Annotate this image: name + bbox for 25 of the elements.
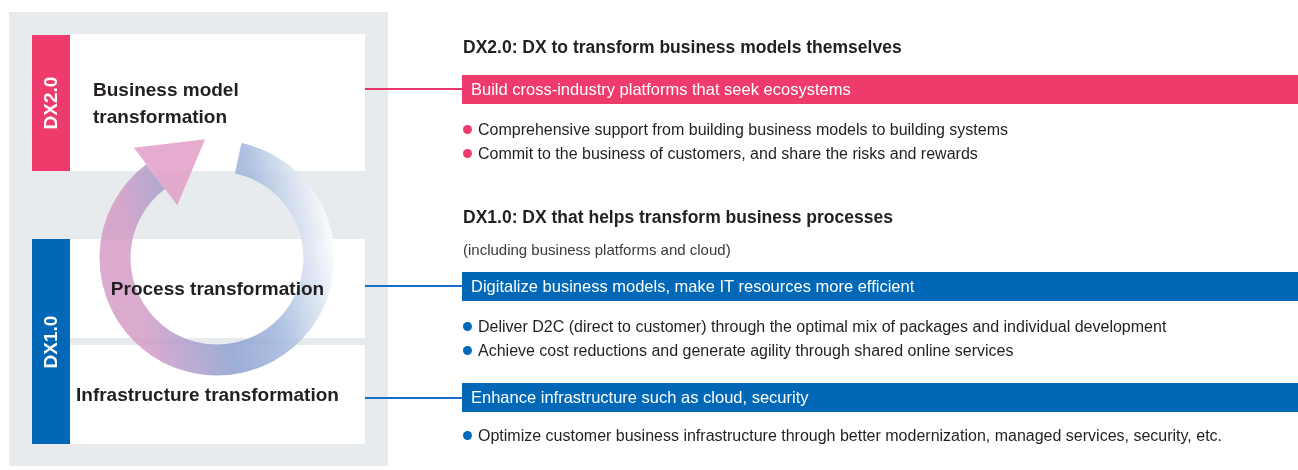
bullet-text: Commit to the business of customers, and share the risks and rewards [478, 144, 978, 164]
banner-text: Build cross-industry platforms that seek ecosystems [471, 80, 851, 99]
policy-banner [462, 272, 1298, 301]
transformation-label: Business model transformation [92, 77, 240, 129]
section-note: (including business platforms and cloud) [463, 241, 731, 258]
connector-line [365, 396, 462, 400]
bullet-text: Deliver D2C (direct to customer) through the optimal mix of packages and individual development [478, 317, 1167, 337]
connector-line [365, 87, 462, 91]
version-label: DX2.0 [40, 76, 62, 130]
banner-text: Digitalize business models, make IT resources more efficient [471, 277, 915, 296]
version-band [32, 35, 70, 171]
section-heading: DX2.0: DX to transform business models themselves [463, 37, 902, 58]
version-band [32, 239, 70, 444]
policy-banner [462, 383, 1298, 412]
bullet-text: Comprehensive support from building business models to building systems [478, 120, 1009, 140]
policy-banner [462, 75, 1298, 104]
version-label: DX1.0 [40, 315, 62, 368]
bullet-text: Achieve cost reductions and generate agility through shared online services [478, 341, 1014, 361]
connector-line [365, 284, 462, 288]
bullet-text: Optimize customer business infrastructure through better modernization, managed services, security, etc. [478, 426, 1224, 446]
banner-text: Enhance infrastructure such as cloud, security [471, 388, 809, 407]
transformation-label: Process transformation [110, 277, 325, 301]
section-heading: DX1.0: DX that helps transform business processes [463, 207, 893, 228]
transformation-label: Infrastructure transformation [75, 383, 339, 407]
transformation-card [70, 34, 365, 171]
